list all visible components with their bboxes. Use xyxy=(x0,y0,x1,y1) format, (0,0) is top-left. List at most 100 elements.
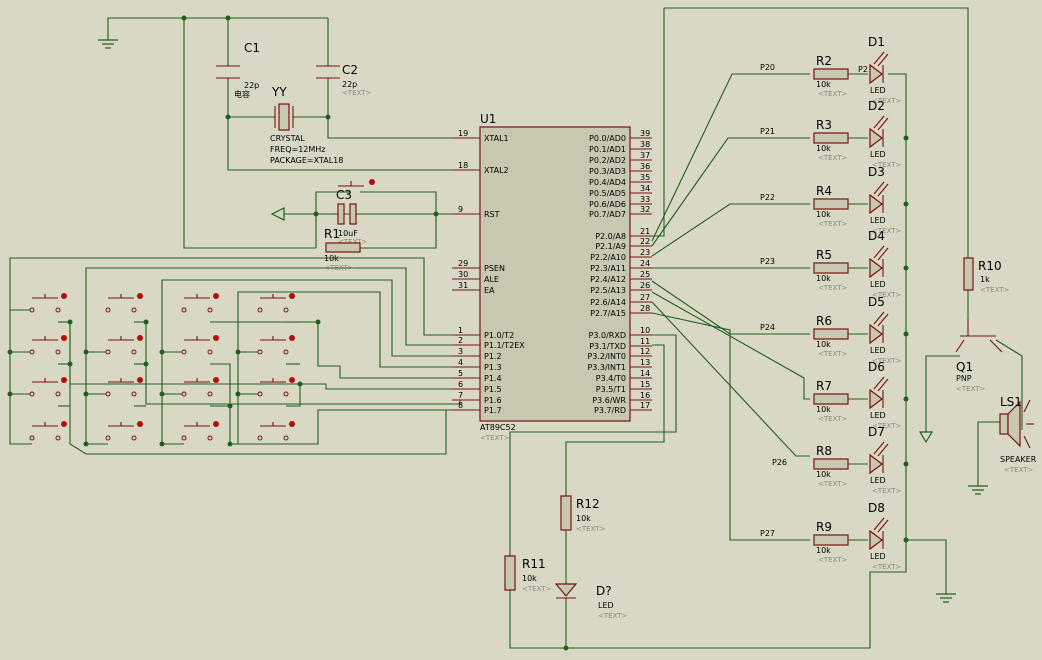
led-resistor-value: 10k xyxy=(816,144,831,153)
keypad-contact xyxy=(207,435,213,441)
crystal-package: PACKAGE=XTAL18 xyxy=(270,156,343,165)
transistor-q1: Q1 PNP <TEXT> xyxy=(955,318,1003,393)
mcu-pin-name: P1.5 xyxy=(484,385,502,394)
keypad-button-dot xyxy=(61,377,67,383)
mcu-pin-number: 15 xyxy=(640,380,650,389)
led-resistor-ref: R3 xyxy=(816,118,832,132)
mcu-pin-number: 3 xyxy=(458,347,463,356)
led-ref: D1 xyxy=(868,35,885,49)
mcu-pin-number: 10 xyxy=(640,326,650,335)
mcu-pin-number: 14 xyxy=(640,369,650,378)
keypad-contact xyxy=(207,349,213,355)
led-diode-icon xyxy=(869,257,883,279)
led-net-label: P24 xyxy=(760,323,775,332)
led-net-label: P21 xyxy=(760,127,775,136)
mcu-pin-number: 25 xyxy=(640,270,650,279)
led-resistor-ref: R2 xyxy=(816,54,832,68)
capacitor-c1: C1 22p 电容 xyxy=(216,41,260,99)
q1-value: PNP xyxy=(956,374,972,383)
r10-tag: <TEXT> xyxy=(980,286,1010,294)
keypad-contact xyxy=(257,349,263,355)
led-value: LED xyxy=(870,216,886,225)
mcu-pin-name: P0.3/AD3 xyxy=(589,167,626,176)
mcu-pin-name: XTAL2 xyxy=(484,166,509,175)
keypad-button-dot xyxy=(61,421,67,427)
r11-value: 10k xyxy=(522,574,537,583)
keypad-button xyxy=(105,335,143,355)
led-extra-label: P2 xyxy=(858,65,868,74)
dq-tag: <TEXT> xyxy=(598,612,628,620)
led-resistor-ref: R6 xyxy=(816,314,832,328)
ls1-value: SPEAKER xyxy=(1000,455,1037,464)
led-emit-icon xyxy=(873,181,885,195)
mcu-pin-name: P2.6/A14 xyxy=(590,298,626,307)
mcu-pin-name: P2.0/A8 xyxy=(595,232,626,241)
mcu-pin-name: P0.4/AD4 xyxy=(589,178,626,187)
led-emit-icon xyxy=(873,311,885,325)
led-tag: <TEXT> xyxy=(872,563,902,571)
led-resistor-ref: R7 xyxy=(816,379,832,393)
led-value: LED xyxy=(870,150,886,159)
keypad-button xyxy=(29,335,67,355)
led-emit-icon xyxy=(877,183,889,197)
keypad-contact xyxy=(29,435,35,441)
mcu-pin-number: 24 xyxy=(640,259,650,268)
led-emit-icon xyxy=(877,53,889,67)
mcu-pin-name: P3.3/INT1 xyxy=(587,363,626,372)
mcu-pin-name: P3.6/WR xyxy=(592,396,626,405)
mcu-pin-name: P2.1/A9 xyxy=(595,242,626,251)
led-resistor-ref: R8 xyxy=(816,444,832,458)
led-resistor xyxy=(813,132,849,144)
ground-icon xyxy=(968,485,988,495)
mcu-pin-number: 2 xyxy=(458,336,463,345)
led-resistor-tag: <TEXT> xyxy=(818,556,848,564)
keypad-button xyxy=(105,421,143,441)
led-resistor-tag: <TEXT> xyxy=(818,220,848,228)
resistor-r12: R12 10k <TEXT> xyxy=(560,495,606,533)
mcu-pin-name: P1.3 xyxy=(484,363,502,372)
mcu-pin-name: P1.0/T2 xyxy=(484,331,514,340)
keypad-contact xyxy=(131,435,137,441)
led-emit-icon xyxy=(873,245,885,259)
mcu-pin-name: P2.3/A11 xyxy=(590,264,626,273)
keypad-button xyxy=(29,293,67,313)
led-tag: <TEXT> xyxy=(872,357,902,365)
led-ref: D6 xyxy=(868,360,885,374)
led-ref: D8 xyxy=(868,501,885,515)
mcu-pin-number: 16 xyxy=(640,391,650,400)
mcu-pin-number: 32 xyxy=(640,205,650,214)
led-net-label: P23 xyxy=(760,257,775,266)
led-diode-icon xyxy=(869,388,883,410)
led-resistor-ref: R5 xyxy=(816,248,832,262)
keypad-button-dot xyxy=(289,293,295,299)
c3-tag: <TEXT> xyxy=(338,238,368,246)
keypad-contact xyxy=(257,435,263,441)
led-resistor-value: 10k xyxy=(816,470,831,479)
mcu-pin-number: 5 xyxy=(458,369,463,378)
keypad-contact xyxy=(105,349,111,355)
mcu-pin-name: RST xyxy=(484,210,500,219)
c1-ref: C1 xyxy=(244,41,260,55)
r1-tag: <TEXT> xyxy=(324,264,354,272)
mcu-u1: U1 AT89C52 <TEXT> 19XTAL118XTAL29RST29PS… xyxy=(452,112,652,442)
led-resistor-value: 10k xyxy=(816,210,831,219)
mcu-pin-number: 29 xyxy=(458,259,468,268)
mcu-pin-number: 36 xyxy=(640,162,650,171)
dq-ref: D? xyxy=(596,584,612,598)
mcu-pin-number: 9 xyxy=(458,205,463,214)
keypad-button xyxy=(105,293,143,313)
led-resistor-tag: <TEXT> xyxy=(818,154,848,162)
mcu-pin-number: 6 xyxy=(458,380,463,389)
dq-value: LED xyxy=(598,601,614,610)
led-resistor xyxy=(813,198,849,210)
led-dq: D? LED <TEXT> xyxy=(554,583,628,620)
led-value: LED xyxy=(870,552,886,561)
mcu-pin-number: 28 xyxy=(640,304,650,313)
speaker-ls1: LS1 SPEAKER <TEXT> xyxy=(999,395,1037,474)
c1-value: 22p xyxy=(244,81,259,90)
mcu-pin-number: 27 xyxy=(640,293,650,302)
